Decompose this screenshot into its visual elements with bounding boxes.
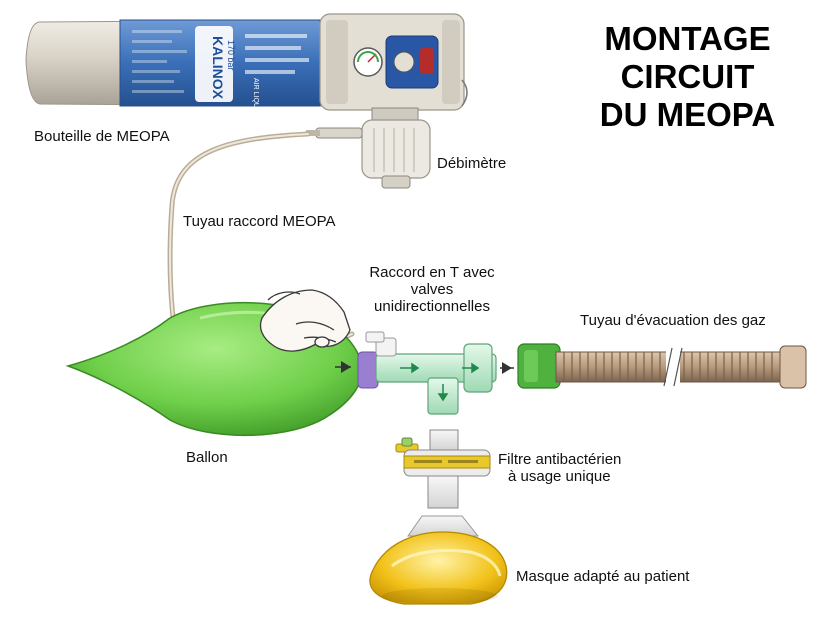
label-raccord-t-line-2: valves xyxy=(410,281,454,298)
diagram-title: MONTAGE CIRCUIT DU MEOPA xyxy=(590,20,785,134)
label-ballon: Ballon xyxy=(186,449,228,466)
label-raccord-t: Raccord en T avec valves unidirectionnel… xyxy=(348,264,516,315)
bottle-valve xyxy=(319,13,468,111)
bottle-brand-text: KALINOX xyxy=(210,36,226,100)
meopa-bottle: KALINOX 170 bar AIR LIQUIDE xyxy=(25,19,323,120)
hand-illustration xyxy=(259,289,351,352)
label-filtre: Filtre antibactérien à usage unique xyxy=(498,451,621,485)
flow-arrow-icon xyxy=(335,361,514,374)
label-filtre-line-1: Filtre antibactérien xyxy=(498,451,622,468)
bottle-maker-text: AIR LIQUIDE xyxy=(252,78,259,120)
antibacterial-filter xyxy=(395,429,491,509)
exhaust-hose xyxy=(517,343,807,389)
label-raccord-t-line-3: unidirectionnelles xyxy=(374,298,490,315)
label-tuyau-evacuation: Tuyau d'évacuation des gaz xyxy=(580,312,766,329)
title-line-3: DU MEOPA xyxy=(599,96,776,133)
flowmeter xyxy=(306,107,431,189)
valve-knob-icon xyxy=(393,51,415,73)
label-filtre-line-2: à usage unique xyxy=(508,468,611,485)
label-raccord-t-line-1: Raccord en T avec xyxy=(369,264,495,281)
label-masque: Masque adapté au patient xyxy=(516,568,690,585)
label-debimetre: Débimètre xyxy=(437,155,507,172)
t-connector xyxy=(365,331,497,415)
label-bouteille: Bouteille de MEOPA xyxy=(34,128,170,145)
title-line-2: CIRCUIT xyxy=(620,58,755,95)
bag-neck xyxy=(357,351,379,389)
label-tuyau-raccord: Tuyau raccord MEOPA xyxy=(183,213,336,230)
valve-arrow-icon xyxy=(400,362,480,402)
title-line-1: MONTAGE xyxy=(604,20,771,57)
patient-mask xyxy=(369,515,508,605)
bottle-pressure-text: 170 bar xyxy=(226,40,236,71)
